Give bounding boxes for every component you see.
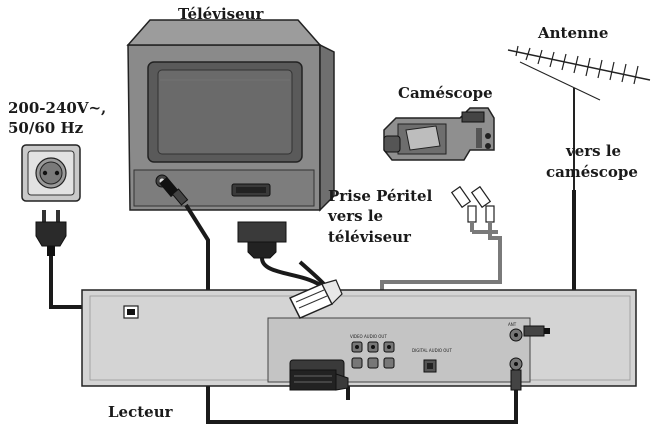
scart-plug-upper <box>288 279 343 319</box>
tv-set <box>126 19 335 212</box>
tv-out-plug <box>510 369 522 391</box>
svg-text:VIDEO AUDIO OUT: VIDEO AUDIO OUT <box>350 334 387 339</box>
svg-text:DIGITAL AUDIO OUT: DIGITAL AUDIO OUT <box>412 348 452 353</box>
power-spec-label-line1: 200-240V~, <box>8 99 107 117</box>
wall-socket <box>21 144 81 202</box>
power-spec-label-line2: 50/60 Hz <box>8 119 84 137</box>
to-camcorder-label-line1: vers le <box>566 142 622 160</box>
scart-label-line2: vers le <box>328 207 384 225</box>
scart-plug-tv <box>237 221 287 259</box>
to-camcorder-label-line2: caméscope <box>546 163 638 181</box>
player: VIDEO AUDIO OUT DIGITAL AUDIO OUT ANT <box>81 289 637 387</box>
tv-antenna-plug <box>159 176 189 206</box>
camcorder-cable-plugs <box>450 185 495 223</box>
svg-text:ANT: ANT <box>508 322 517 327</box>
camcorder <box>383 107 495 161</box>
power-plug <box>35 210 67 256</box>
antenna-plug <box>523 325 550 337</box>
scart-label-line1: Prise Péritel <box>328 187 433 205</box>
camcorder-label: Caméscope <box>398 84 493 102</box>
player-label: Lecteur <box>108 403 173 421</box>
tv-label: Téléviseur <box>178 5 264 23</box>
scart-plug-lower <box>289 369 349 391</box>
tv-antenna-cable <box>184 203 518 424</box>
scart-label-line3: téléviseur <box>328 228 411 246</box>
antenna <box>507 45 651 190</box>
antenna-label: Antenne <box>538 24 609 42</box>
